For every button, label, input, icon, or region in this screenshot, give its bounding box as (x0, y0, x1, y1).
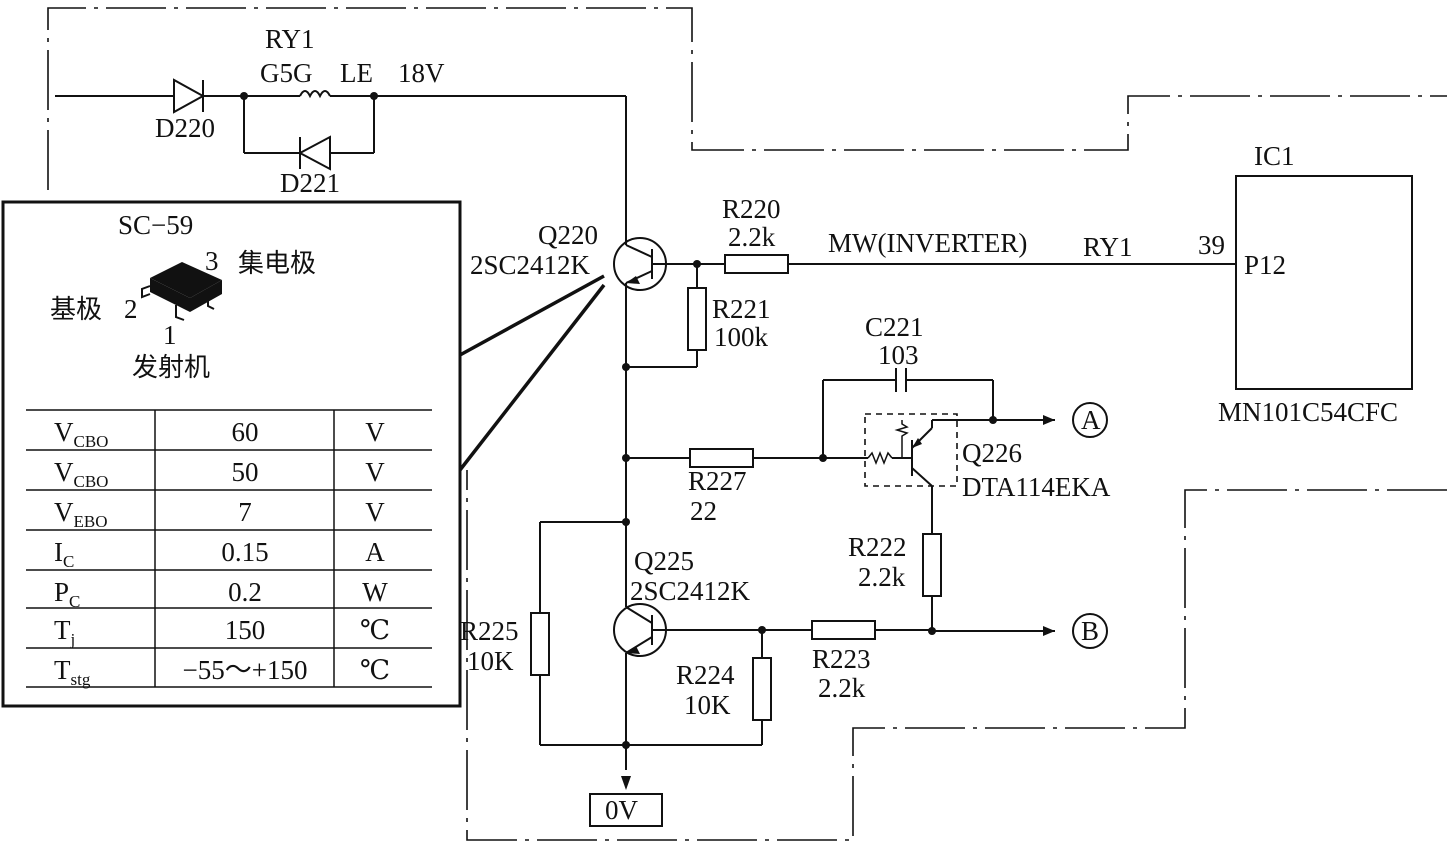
r221-ref: R221 (712, 294, 771, 324)
spec-symbol: Tstg (54, 655, 91, 689)
spec-symbol: VCBO (54, 457, 108, 491)
c221-ref: C221 (865, 312, 924, 342)
ic1-part: MN101C54CFC (1218, 397, 1398, 427)
callout-line-upper (459, 274, 605, 357)
r220-ref: R220 (722, 194, 781, 224)
pin2-number: 2 (124, 294, 138, 324)
resistor-r223 (811, 620, 876, 640)
resistor-r227 (689, 448, 754, 468)
ground-0v-box (589, 793, 663, 827)
r225-ref: R225 (460, 616, 519, 646)
spec-symbol: IC (54, 537, 74, 571)
spec-value: 60 (232, 417, 259, 447)
resistor-r225 (530, 612, 550, 676)
r227-value: 22 (690, 496, 717, 526)
relay-coil (299, 90, 331, 99)
pin2-label: 基极 (50, 295, 102, 325)
terminal-b (1072, 613, 1108, 649)
spec-unit: V (365, 497, 385, 527)
transistor-q225 (613, 603, 812, 657)
spec-unit: V (365, 457, 385, 487)
r225-value: 10K (467, 646, 514, 676)
spec-value: 0.15 (221, 537, 268, 567)
relay-voltage: 18V (398, 58, 445, 88)
r222-ref: R222 (848, 532, 907, 562)
diode-d220 (173, 78, 206, 114)
q226-ref: Q226 (962, 438, 1022, 468)
terminal-a (1072, 402, 1108, 438)
spec-symbol: Tj (54, 615, 75, 649)
pin1-label: 发射机 (132, 353, 210, 383)
diode-d221 (297, 135, 331, 171)
spec-value: −55～+150 (183, 655, 308, 685)
spec-table (26, 409, 432, 688)
sc59-package-icon (141, 262, 222, 321)
spec-symbol: VEBO (54, 497, 108, 531)
spec-callout-box (1, 200, 462, 708)
pcb-region-outline (47, 7, 1447, 190)
q220-ref: Q220 (538, 220, 598, 250)
transistor-q226 (864, 413, 1055, 487)
r223-value: 2.2k (818, 673, 866, 703)
spec-unit: ℃ (360, 615, 390, 645)
diode-d220-label: D220 (155, 113, 215, 143)
ic1-pin-name: P12 (1244, 250, 1286, 280)
resistor-r221 (687, 287, 707, 351)
spec-unit: V (365, 417, 385, 447)
c221-value: 103 (878, 340, 919, 370)
spec-value: 50 (232, 457, 259, 487)
resistor-r224 (752, 657, 772, 721)
q226-part: DTA114EKA (962, 472, 1111, 502)
spec-unit: ℃ (360, 655, 390, 685)
spec-symbol: VCBO (54, 417, 108, 451)
signal-relay: RY1 (1083, 232, 1133, 262)
relay-ref: RY1 (265, 24, 315, 54)
r221-value: 100k (714, 322, 769, 352)
terminal-b-label: B (1081, 616, 1099, 646)
relay-model: G5G (260, 58, 313, 88)
spec-value: 150 (225, 615, 266, 645)
q225-part: 2SC2412K (630, 576, 751, 606)
spec-unit: A (365, 537, 385, 567)
relay-section (55, 78, 627, 245)
resistor-r220 (724, 254, 789, 274)
r224-value: 10K (684, 690, 731, 720)
package-name: SC−59 (118, 210, 193, 240)
resistor-r222 (922, 533, 942, 597)
signal-name: MW(INVERTER) (828, 228, 1027, 258)
spec-unit: W (362, 577, 388, 607)
q225-ref: Q225 (634, 546, 694, 576)
relay-coil-label: LE (340, 58, 373, 88)
pin3-label: 集电极 (238, 249, 316, 279)
r224-ref: R224 (676, 660, 735, 690)
ic-pin-number: 39 (1198, 230, 1225, 260)
ic1-chip (1235, 175, 1413, 390)
pcb-region-outline-lower (466, 470, 1447, 841)
terminal-a-label: A (1081, 405, 1101, 435)
spec-value: 7 (238, 497, 252, 527)
pin1-number: 1 (163, 320, 177, 350)
spec-value: 0.2 (228, 577, 262, 607)
diode-d221-label: D221 (280, 168, 340, 198)
ic1-ref: IC1 (1254, 141, 1295, 171)
transistor-q220 (613, 237, 697, 291)
q220-part: 2SC2412K (470, 250, 591, 280)
r222-value: 2.2k (858, 562, 906, 592)
pin3-number: 3 (205, 246, 219, 276)
spec-symbol: PC (54, 577, 80, 611)
r223-ref: R223 (812, 644, 871, 674)
r220-value: 2.2k (728, 222, 776, 252)
callout-line-lower (458, 283, 606, 472)
r227-ref: R227 (688, 466, 747, 496)
ground-0v-label: 0V (605, 795, 639, 825)
